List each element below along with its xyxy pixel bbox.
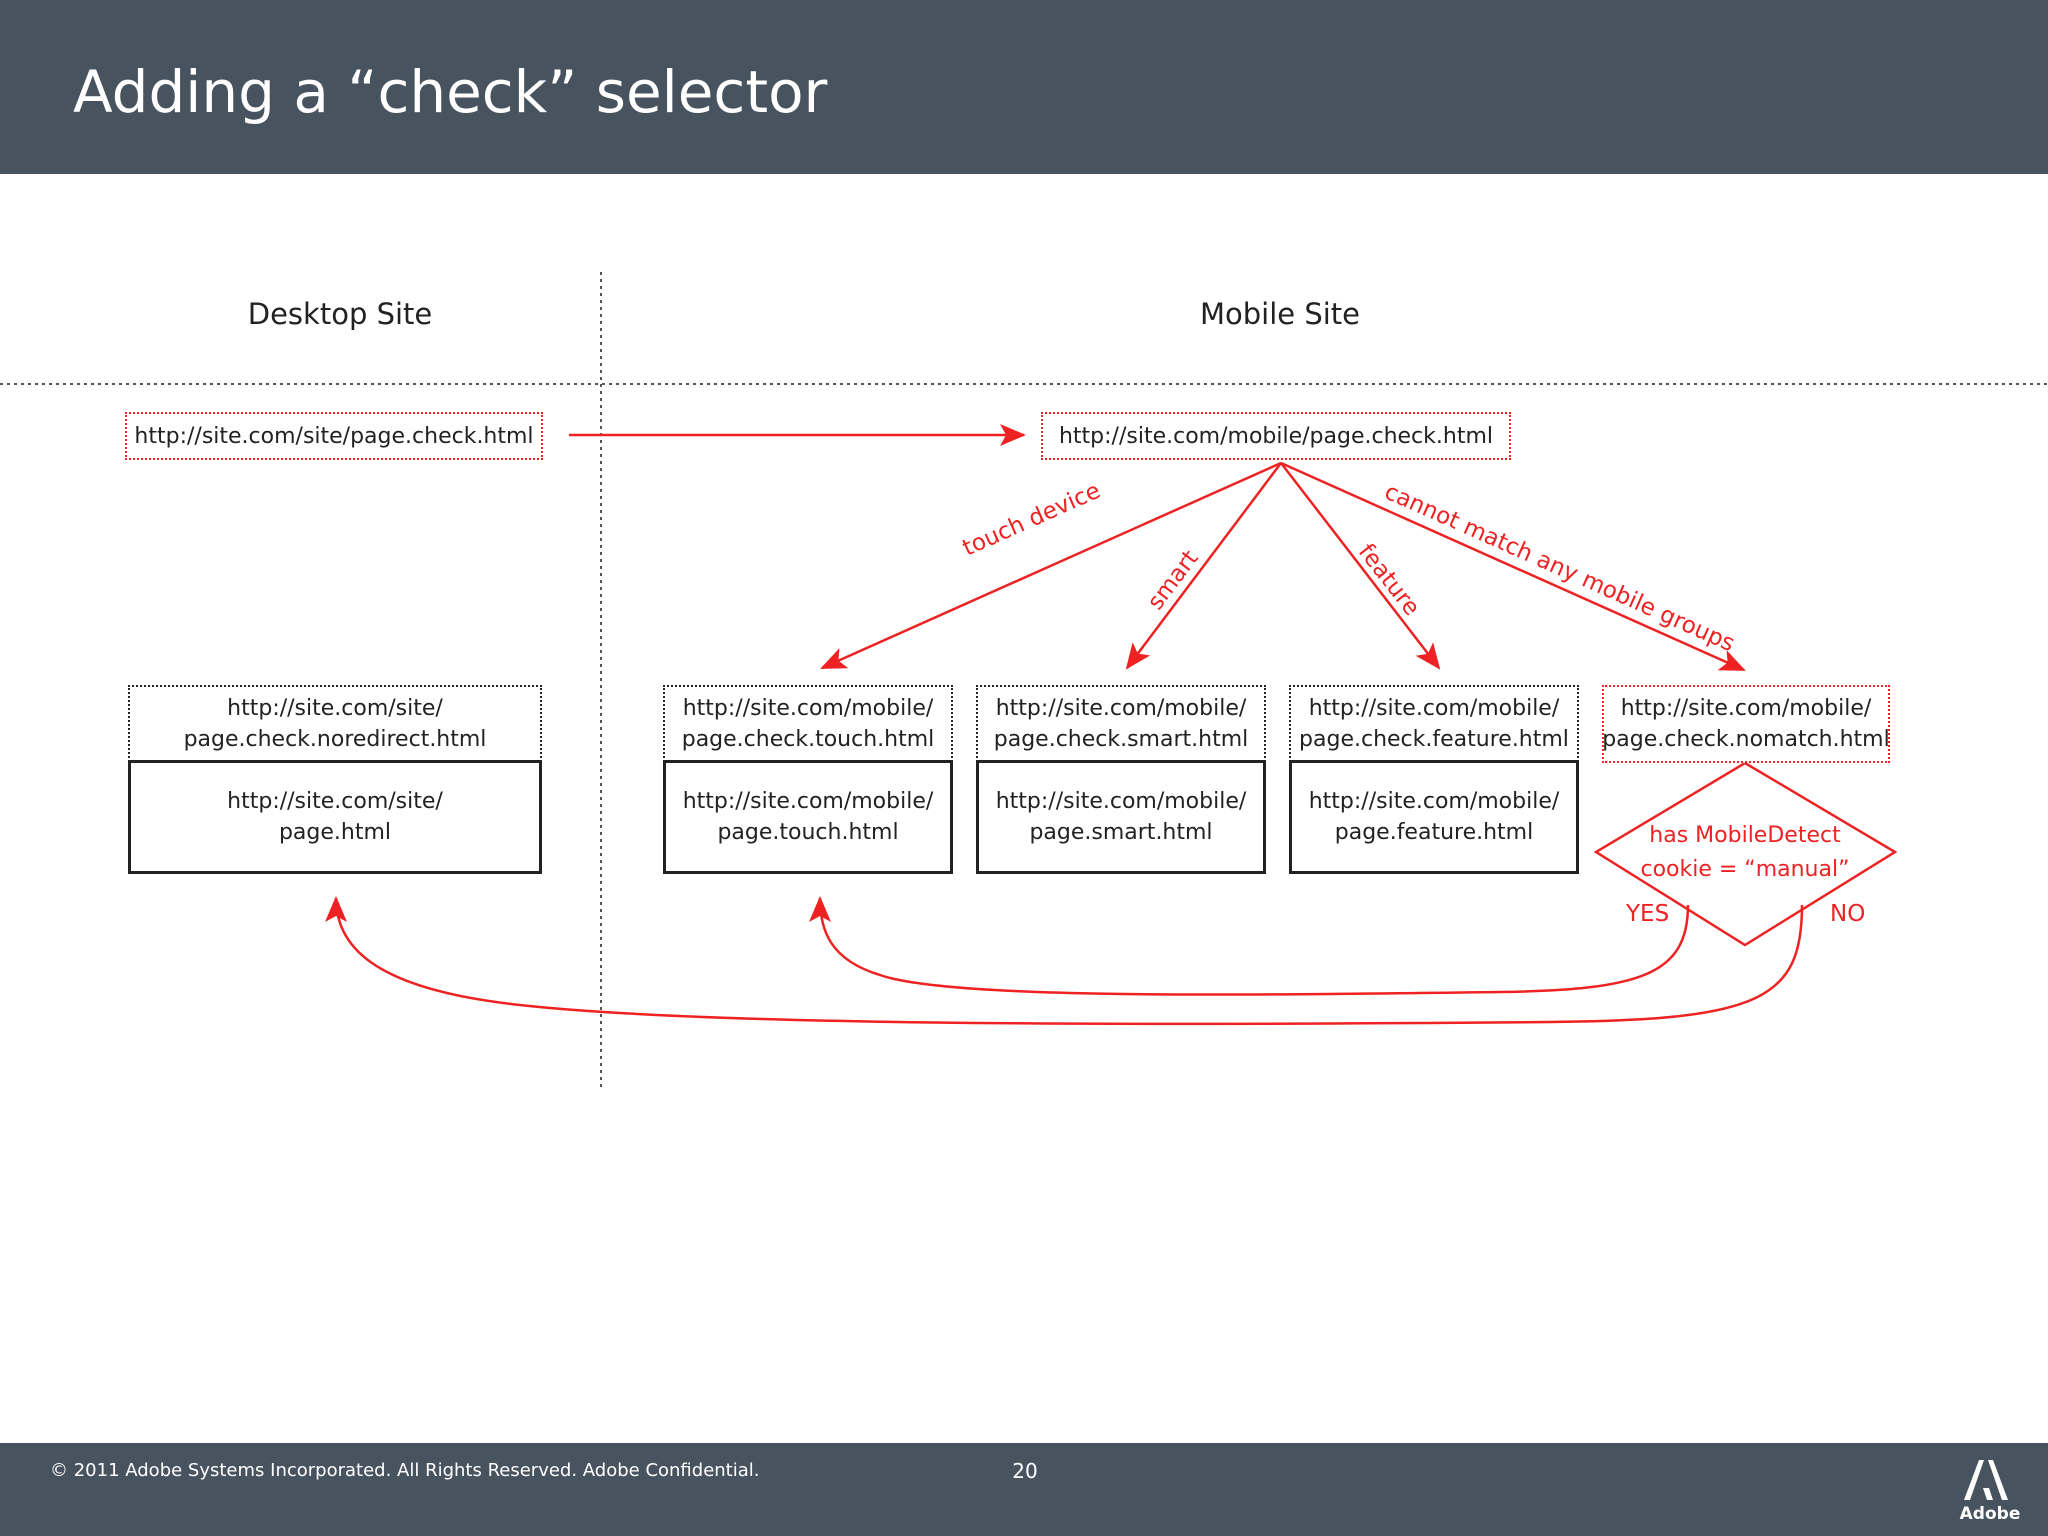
desktop-site-heading: Desktop Site [247,297,433,331]
feature-arrow [1280,462,1441,670]
yes-label: YES [1626,901,1670,927]
feature-check-url: http://site.com/mobile/ page.check.featu… [1289,685,1579,762]
mobile-site-heading: Mobile Site [1199,297,1361,331]
nomatch-check-url: http://site.com/mobile/ page.check.nomat… [1602,685,1890,763]
decision-diamond [1593,761,1898,947]
touch-page-url: http://site.com/mobile/ page.touch.html [663,760,953,874]
desktop-check-url: http://site.com/site/page.check.html [125,412,543,460]
touch-check-url: http://site.com/mobile/ page.check.touch… [663,685,953,762]
smart-arrow [1125,462,1282,670]
mobile-check-url: http://site.com/mobile/page.check.html [1041,412,1511,460]
slide-title: Adding a “check” selector [73,58,828,126]
desktop-noredirect-url: http://site.com/site/ page.check.noredir… [128,685,542,762]
adobe-logo-text: Adobe [1959,1504,2021,1524]
desktop-page-url: http://site.com/site/ page.html [128,760,542,874]
nomatch-arrow [1280,461,1746,672]
feature-page-url: http://site.com/mobile/ page.feature.htm… [1289,760,1579,874]
footer-bar [0,1443,2048,1536]
copyright-notice: © 2011 Adobe Systems Incorporated. All R… [50,1460,760,1481]
page-number: 20 [1012,1459,1038,1483]
smart-check-url: http://site.com/mobile/ page.check.smart… [976,685,1266,762]
header-bar: Adding a “check” selector [0,0,2048,174]
touch-arrow [820,461,1282,670]
yes-return-arrow [809,896,1690,996]
no-return-arrow [325,896,1804,1026]
decision-text: has MobileDetect cookie = “manual” [1640,823,1850,882]
no-label: NO [1830,901,1866,927]
flow-diagram [0,272,2048,1088]
adobe-logo-icon [1964,1460,2008,1500]
smart-page-url: http://site.com/mobile/ page.smart.html [976,760,1266,874]
